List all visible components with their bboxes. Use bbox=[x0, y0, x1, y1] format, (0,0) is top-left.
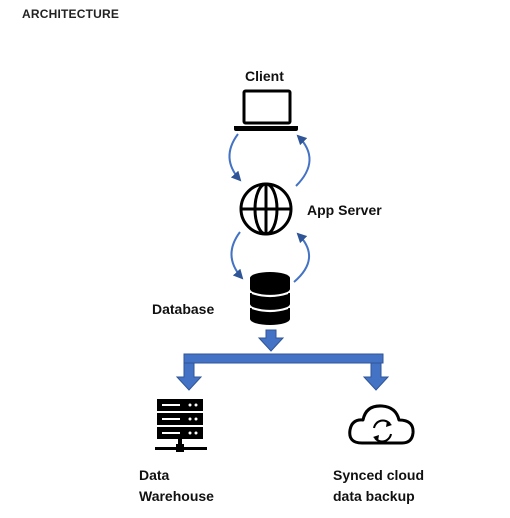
database-icon bbox=[250, 272, 290, 325]
cloud-sync-icon bbox=[348, 404, 415, 445]
laptop-icon bbox=[234, 89, 298, 131]
cloud-backup-label-line1: Synced cloud bbox=[333, 467, 425, 483]
globe-icon bbox=[239, 182, 293, 236]
db-down-arrow bbox=[257, 329, 285, 352]
app-server-label: App Server bbox=[307, 202, 382, 218]
curved-arrow-client-to-server bbox=[228, 133, 242, 182]
client-label: Client bbox=[245, 68, 284, 84]
curved-arrow-db-to-server bbox=[293, 232, 310, 283]
data-warehouse-label-line2: Warehouse bbox=[139, 488, 214, 504]
data-warehouse-label: Data Warehouse bbox=[139, 465, 214, 507]
diagram-heading: ARCHITECTURE bbox=[22, 7, 120, 21]
data-warehouse-label-line1: Data bbox=[139, 467, 170, 483]
server-rack-icon bbox=[155, 399, 207, 452]
cloud-backup-label: Synced cloud data backup bbox=[333, 465, 424, 507]
branch-connector bbox=[175, 353, 390, 391]
curved-arrow-server-to-client bbox=[295, 134, 311, 187]
curved-arrow-server-to-db bbox=[230, 231, 244, 280]
cloud-backup-label-line2: data backup bbox=[333, 488, 415, 504]
database-label: Database bbox=[152, 301, 215, 317]
